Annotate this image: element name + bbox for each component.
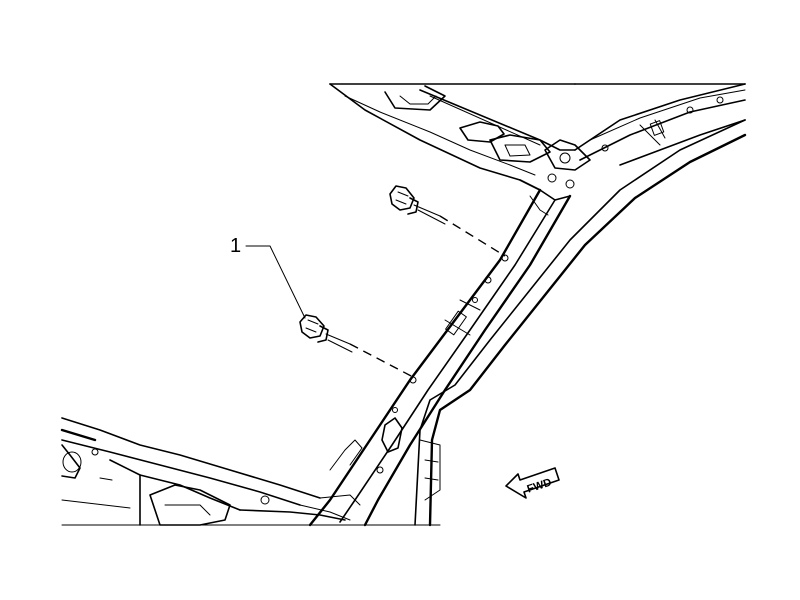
fwd-arrow-label: FWD [526,476,554,495]
roof-rear-panel [329,83,591,216]
forward-direction-arrow: FWD [505,467,560,499]
lower-clip-shaft [325,333,351,345]
cowl-panel [60,417,441,526]
upper-clip-leader-dashed [439,215,506,257]
lower-clip-leader-dashed [349,343,416,379]
upper-clip-shaft [413,204,441,217]
lower-clip-shaft-lower [327,339,353,353]
callout-leader-line [245,245,306,319]
upper-clip-shaft-lower [417,209,446,225]
callout-number: 1 [230,235,241,257]
upper-retainer-clip [389,185,419,215]
lower-retainer-clip [299,314,329,343]
windshield-pillar [308,119,747,527]
roof-side-rail [574,83,746,166]
